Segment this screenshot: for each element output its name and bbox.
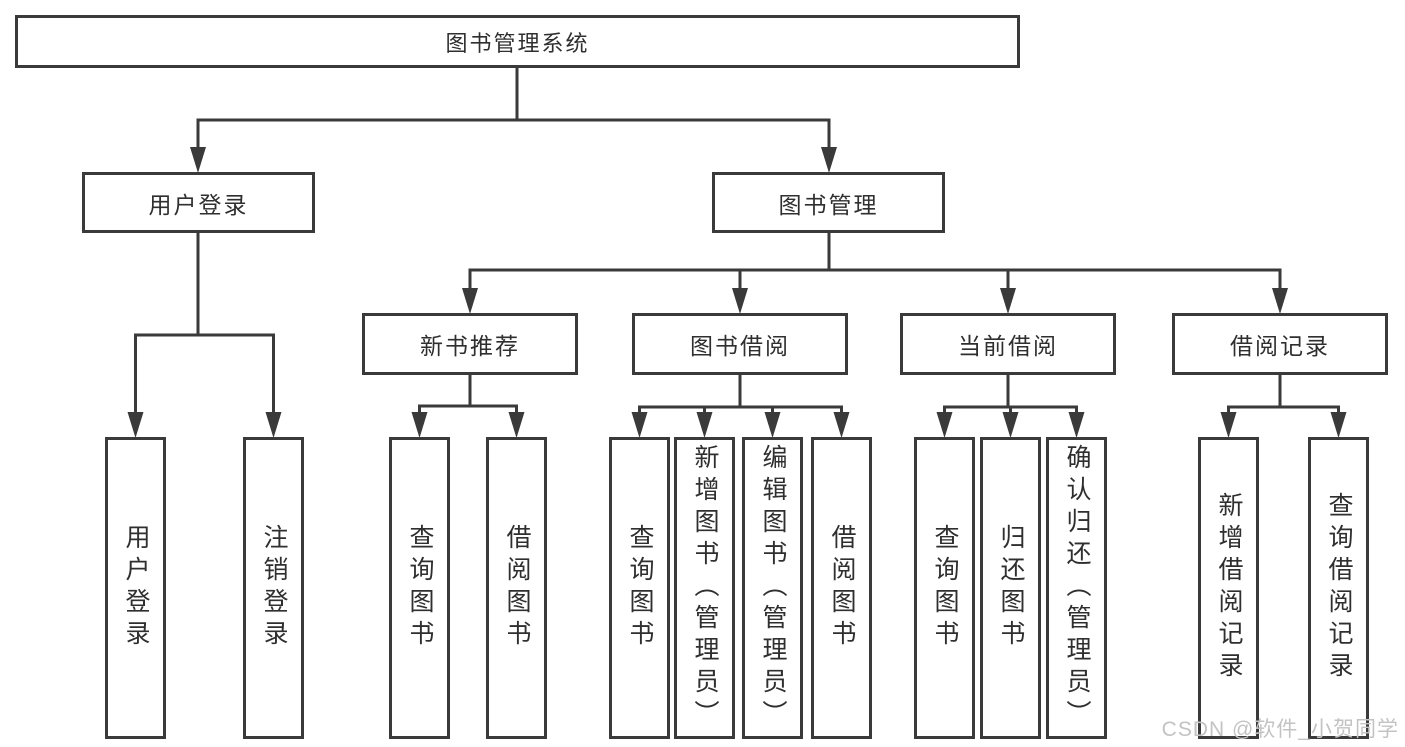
- connector-root-to-level2: [190, 68, 837, 173]
- csdn-watermark: CSDN @软件_小贺同学: [1161, 718, 1399, 741]
- node-book-borrow: 图书借阅: [632, 313, 848, 375]
- connector-book-borrow-to-leaves: [631, 375, 850, 438]
- leaf-current-confirm-return-admin: 确认归还（管理员）: [1046, 437, 1107, 739]
- leaf-records-add-record: 新增借阅记录: [1198, 437, 1259, 739]
- node-borrow-records: 借阅记录: [1172, 313, 1388, 375]
- leaf-borrow-edit-book-admin: 编辑图书（管理员）: [742, 437, 803, 739]
- node-label: 图书借阅: [690, 333, 790, 359]
- leaf-borrow-add-book-admin: 新增图书（管理员）: [674, 437, 735, 739]
- node-label: 用户登录: [148, 191, 249, 218]
- leaf-borrow-query-book: 查询图书: [609, 437, 670, 739]
- leaf-current-return-book: 归还图书: [980, 437, 1041, 739]
- node-label: 查询图书: [931, 524, 959, 652]
- node-label: 新增图书（管理员）: [691, 444, 719, 732]
- node-label: 确认归还（管理员）: [1063, 444, 1091, 732]
- connector-user-login-to-leaves: [127, 233, 282, 438]
- node-new-book-recommend: 新书推荐: [362, 313, 578, 375]
- node-label: 图书管理: [778, 191, 879, 218]
- node-label: 编辑图书（管理员）: [759, 444, 787, 732]
- node-label: 图书管理系统: [445, 30, 590, 56]
- leaf-user-login: 用户登录: [105, 437, 166, 739]
- node-label: 借阅记录: [1230, 333, 1330, 359]
- node-current-borrow: 当前借阅: [900, 313, 1116, 375]
- node-label: 用户登录: [122, 524, 150, 652]
- leaf-borrow-borrow-book: 借阅图书: [811, 437, 872, 739]
- leaf-recommend-query-book: 查询图书: [389, 437, 450, 739]
- connector-borrow-records-to-leaves: [1220, 375, 1347, 438]
- node-label: 注销登录: [260, 524, 288, 652]
- connector-new-book-to-leaves: [411, 375, 525, 438]
- leaf-current-query-book: 查询图书: [914, 437, 975, 739]
- node-label: 查询图书: [626, 524, 654, 652]
- node-root-system: 图书管理系统: [15, 15, 1020, 68]
- node-label: 归还图书: [997, 524, 1025, 652]
- node-label: 当前借阅: [958, 333, 1058, 359]
- node-label: 查询借阅记录: [1325, 492, 1353, 684]
- leaf-records-query-record: 查询借阅记录: [1308, 437, 1369, 739]
- node-label: 查询图书: [406, 524, 434, 652]
- node-label: 借阅图书: [503, 524, 531, 652]
- connector-book-management-to-level3: [462, 233, 1288, 314]
- node-label: 借阅图书: [828, 524, 856, 652]
- connector-current-borrow-to-leaves: [936, 375, 1085, 438]
- leaf-logout: 注销登录: [243, 437, 304, 739]
- node-user-login: 用户登录: [82, 172, 315, 233]
- leaf-recommend-borrow-book: 借阅图书: [486, 437, 547, 739]
- node-label: 新书推荐: [420, 333, 520, 359]
- node-book-management: 图书管理: [712, 172, 945, 233]
- node-label: 新增借阅记录: [1215, 492, 1243, 684]
